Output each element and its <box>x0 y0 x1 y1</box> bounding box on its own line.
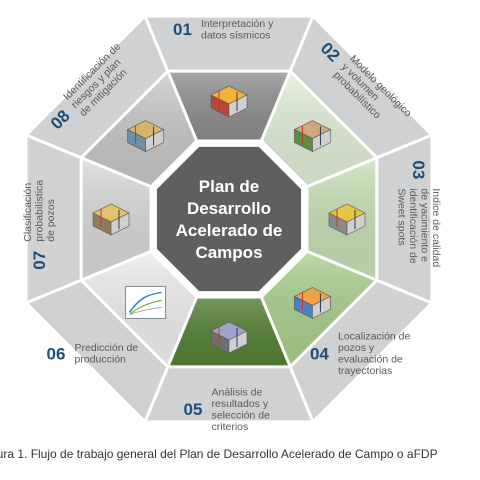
step-label-line: Localización de <box>338 331 411 343</box>
segment-divider <box>144 288 202 421</box>
step-label-line: probabilística <box>34 180 46 242</box>
risk-map-icon <box>126 120 165 153</box>
step-number: 06 <box>47 344 66 363</box>
step-label-line: pozos y <box>338 342 375 354</box>
segment-divider <box>256 288 314 421</box>
well-location-map-icon <box>293 287 332 319</box>
segment-divider <box>256 17 314 150</box>
seismic-cube-icon <box>210 85 248 118</box>
center-title-line: Campos <box>195 243 262 262</box>
step-number: 07 <box>30 251 49 270</box>
step-label-line: datos sísmicos <box>201 29 270 41</box>
figure-caption: Figura 1. Flujo de trabajo general del P… <box>0 447 438 461</box>
step-label-line: resultados y <box>212 398 269 410</box>
center-title-line: Acelerado de <box>176 221 283 240</box>
step-number: 01 <box>173 20 192 39</box>
center-title-line: Plan de <box>199 177 259 196</box>
step-label-line: Análisis de <box>212 386 263 398</box>
step-label-line: Sweet spots <box>395 188 407 245</box>
step-label-line: evaluación de <box>338 354 403 366</box>
step-label-line: Indice de calidad <box>430 188 442 267</box>
production-curve-icon <box>125 285 167 319</box>
well-classification-icon <box>92 203 130 236</box>
step-number: 03 <box>409 160 428 179</box>
step-label-line: de pozos <box>45 199 57 242</box>
geological-model-icon <box>293 120 332 153</box>
step-label-line: producción <box>75 354 127 366</box>
center-title-line: Desarrollo <box>187 199 271 218</box>
segment-divider <box>27 246 160 304</box>
step-number: 04 <box>310 344 329 363</box>
ring-outline <box>79 69 379 369</box>
segment-divider <box>298 246 431 304</box>
step-label-line: criterios <box>212 421 249 433</box>
segment-divider <box>144 17 202 150</box>
segment-divider <box>27 134 160 192</box>
step-label-line: de yacimiento e <box>418 188 430 262</box>
segment-divider <box>298 134 431 192</box>
step-label-line: Interpretación y <box>201 18 274 30</box>
step-label-line: selección de <box>212 409 271 421</box>
step-label-line: Clasificación <box>22 183 34 242</box>
center-octagon <box>156 146 302 292</box>
step-number: 05 <box>184 400 203 419</box>
step-label-line: trayectorias <box>338 365 392 377</box>
step-label-line: identificación de <box>407 188 419 263</box>
step-label-line: Predicción de <box>75 342 139 354</box>
sweet-spot-map-icon <box>328 203 366 236</box>
results-analysis-icon <box>210 321 248 354</box>
